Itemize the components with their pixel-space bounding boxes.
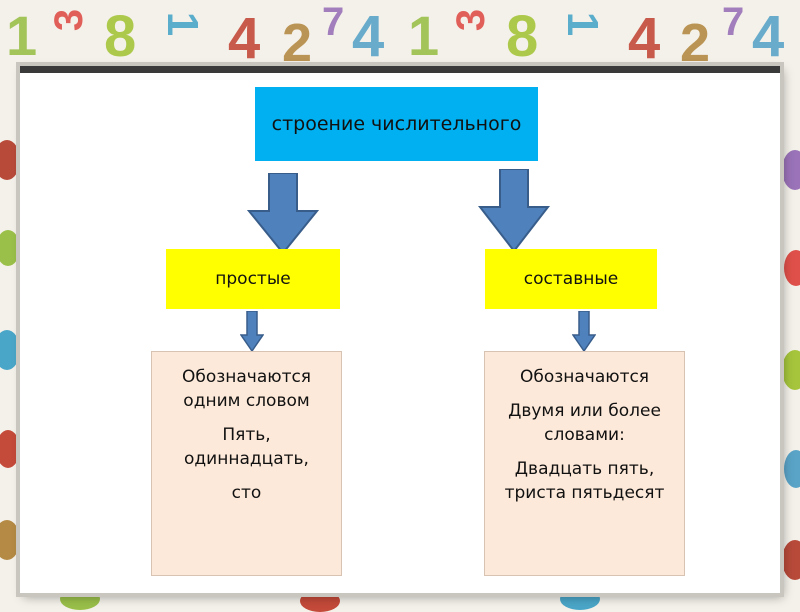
bg-digit: 4 bbox=[628, 10, 660, 68]
bg-digit: 1 bbox=[408, 8, 439, 64]
description-box-simple: Обозначаются одним словом Пять, одиннадц… bbox=[151, 351, 342, 576]
bg-shape bbox=[782, 350, 800, 390]
category-box-simple: простые bbox=[166, 249, 340, 309]
bg-digit: 2 bbox=[282, 16, 312, 70]
bg-digit: 7 bbox=[722, 2, 744, 42]
title-box: строение числительного bbox=[255, 87, 538, 161]
bg-shape bbox=[0, 430, 20, 468]
bg-shape bbox=[300, 590, 340, 612]
bg-shape bbox=[0, 330, 20, 370]
description-line: сто bbox=[232, 481, 262, 505]
bg-digit: 4 bbox=[352, 8, 384, 66]
title-text: строение числительного bbox=[272, 110, 522, 138]
category-label: составные bbox=[524, 269, 618, 289]
category-label: простые bbox=[215, 269, 290, 289]
arrow-down-icon bbox=[247, 173, 319, 253]
bg-digit: 3 bbox=[49, 9, 89, 31]
bg-digit: 2 bbox=[680, 16, 710, 70]
bg-digit: 1 bbox=[160, 12, 204, 36]
description-line: Обозначаются bbox=[520, 365, 649, 389]
arrow-down-icon bbox=[240, 311, 264, 351]
bg-digit: 4 bbox=[752, 8, 784, 66]
bg-shape bbox=[0, 230, 20, 266]
bg-digit: 1 bbox=[6, 8, 37, 64]
slide-panel: строение числительного простые составные… bbox=[20, 66, 780, 593]
bg-digit: 8 bbox=[506, 8, 538, 66]
bg-shape bbox=[782, 150, 800, 190]
description-line: Двадцать пять, триста пятьдесят bbox=[493, 457, 676, 505]
description-box-compound: Обозначаются Двумя или более словами: Дв… bbox=[484, 351, 685, 576]
bg-shape bbox=[0, 140, 20, 180]
bg-digit: 8 bbox=[104, 8, 136, 66]
bg-digit: 7 bbox=[322, 2, 344, 42]
bg-shape bbox=[784, 450, 800, 488]
bg-digit: 1 bbox=[560, 12, 604, 36]
description-line: Обозначаются одним словом bbox=[160, 365, 333, 413]
bg-shape bbox=[784, 250, 800, 286]
arrow-down-icon bbox=[478, 169, 550, 251]
arrow-down-icon bbox=[572, 311, 596, 351]
description-line: Двумя или более словами: bbox=[493, 399, 676, 447]
bg-shape bbox=[782, 540, 800, 580]
description-line: Пять, одиннадцать, bbox=[160, 423, 333, 471]
bg-digit: 4 bbox=[228, 10, 260, 68]
bg-shape bbox=[0, 520, 20, 560]
bg-digit: 3 bbox=[451, 9, 491, 31]
category-box-compound: составные bbox=[485, 249, 657, 309]
